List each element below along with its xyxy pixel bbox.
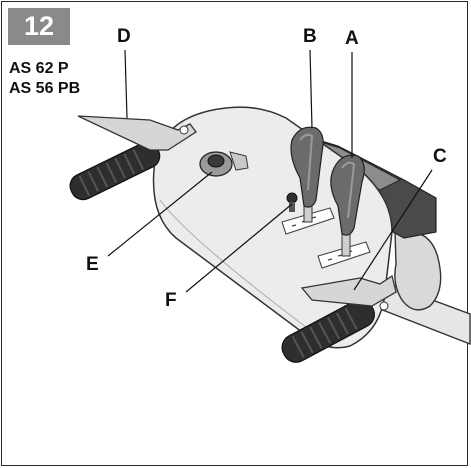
handle-bar-bracket: [394, 230, 442, 311]
left-grip: [69, 141, 161, 201]
model-label-2: AS 56 PB: [9, 80, 81, 97]
leader-lines: [107, 49, 433, 293]
figure-number-badge: 12: [8, 8, 70, 45]
lever-d: [77, 115, 197, 151]
model-label-1: AS 62 P: [9, 60, 69, 77]
callout-b: B: [303, 26, 317, 47]
lever-b-knob: [290, 126, 324, 208]
callout-c: C: [433, 146, 447, 167]
callout-f: F: [165, 290, 177, 311]
lever-a-knob: [330, 154, 365, 236]
callout-a: A: [345, 28, 359, 49]
lever-c: [300, 274, 397, 307]
right-grip: [281, 299, 375, 363]
callout-e: E: [86, 254, 99, 275]
button-f: [286, 192, 298, 204]
callout-d: D: [117, 26, 131, 47]
